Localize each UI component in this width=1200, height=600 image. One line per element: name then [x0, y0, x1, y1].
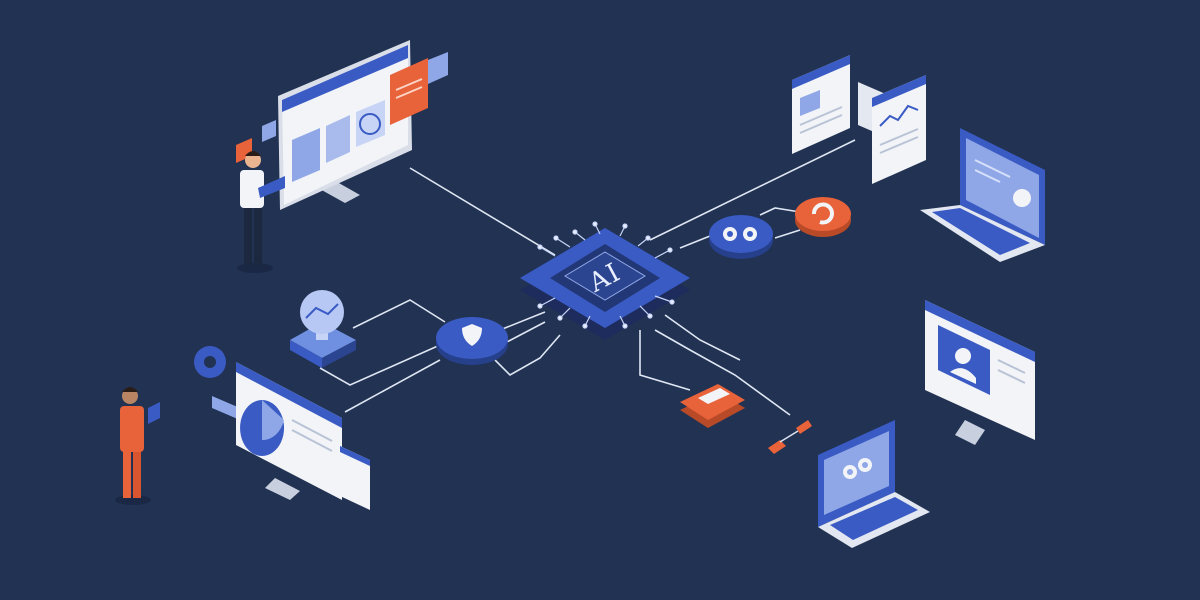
globe-node[interactable]	[290, 290, 356, 368]
gears-icon	[723, 227, 757, 241]
connection-lines	[319, 139, 856, 416]
plug-icon	[796, 420, 812, 434]
ai-chip-hub[interactable]: AI	[520, 221, 690, 340]
orange-document-node[interactable]	[680, 384, 745, 428]
connector-node[interactable]	[768, 420, 812, 454]
gears-node[interactable]	[709, 215, 773, 259]
right-monitor-user[interactable]	[925, 300, 1035, 445]
right-laptop-upper[interactable]	[920, 128, 1045, 262]
document-icon	[698, 388, 730, 404]
sync-node[interactable]	[795, 197, 851, 237]
refresh-icon	[812, 202, 834, 225]
settings-icon	[843, 458, 872, 479]
certificate-icon	[1013, 189, 1031, 207]
bottom-right-laptop[interactable]	[818, 420, 930, 548]
top-left-monitor[interactable]	[236, 40, 448, 210]
shield-icon	[462, 324, 482, 346]
person-with-tablet	[115, 387, 160, 505]
bar-chart-icon	[292, 128, 320, 182]
top-right-documents[interactable]	[792, 55, 926, 184]
left-monitor-pie[interactable]	[194, 346, 370, 510]
person-with-laptop	[237, 151, 285, 273]
shield-node[interactable]	[436, 317, 508, 365]
line-chart-icon	[879, 104, 919, 127]
user-icon	[955, 348, 971, 364]
